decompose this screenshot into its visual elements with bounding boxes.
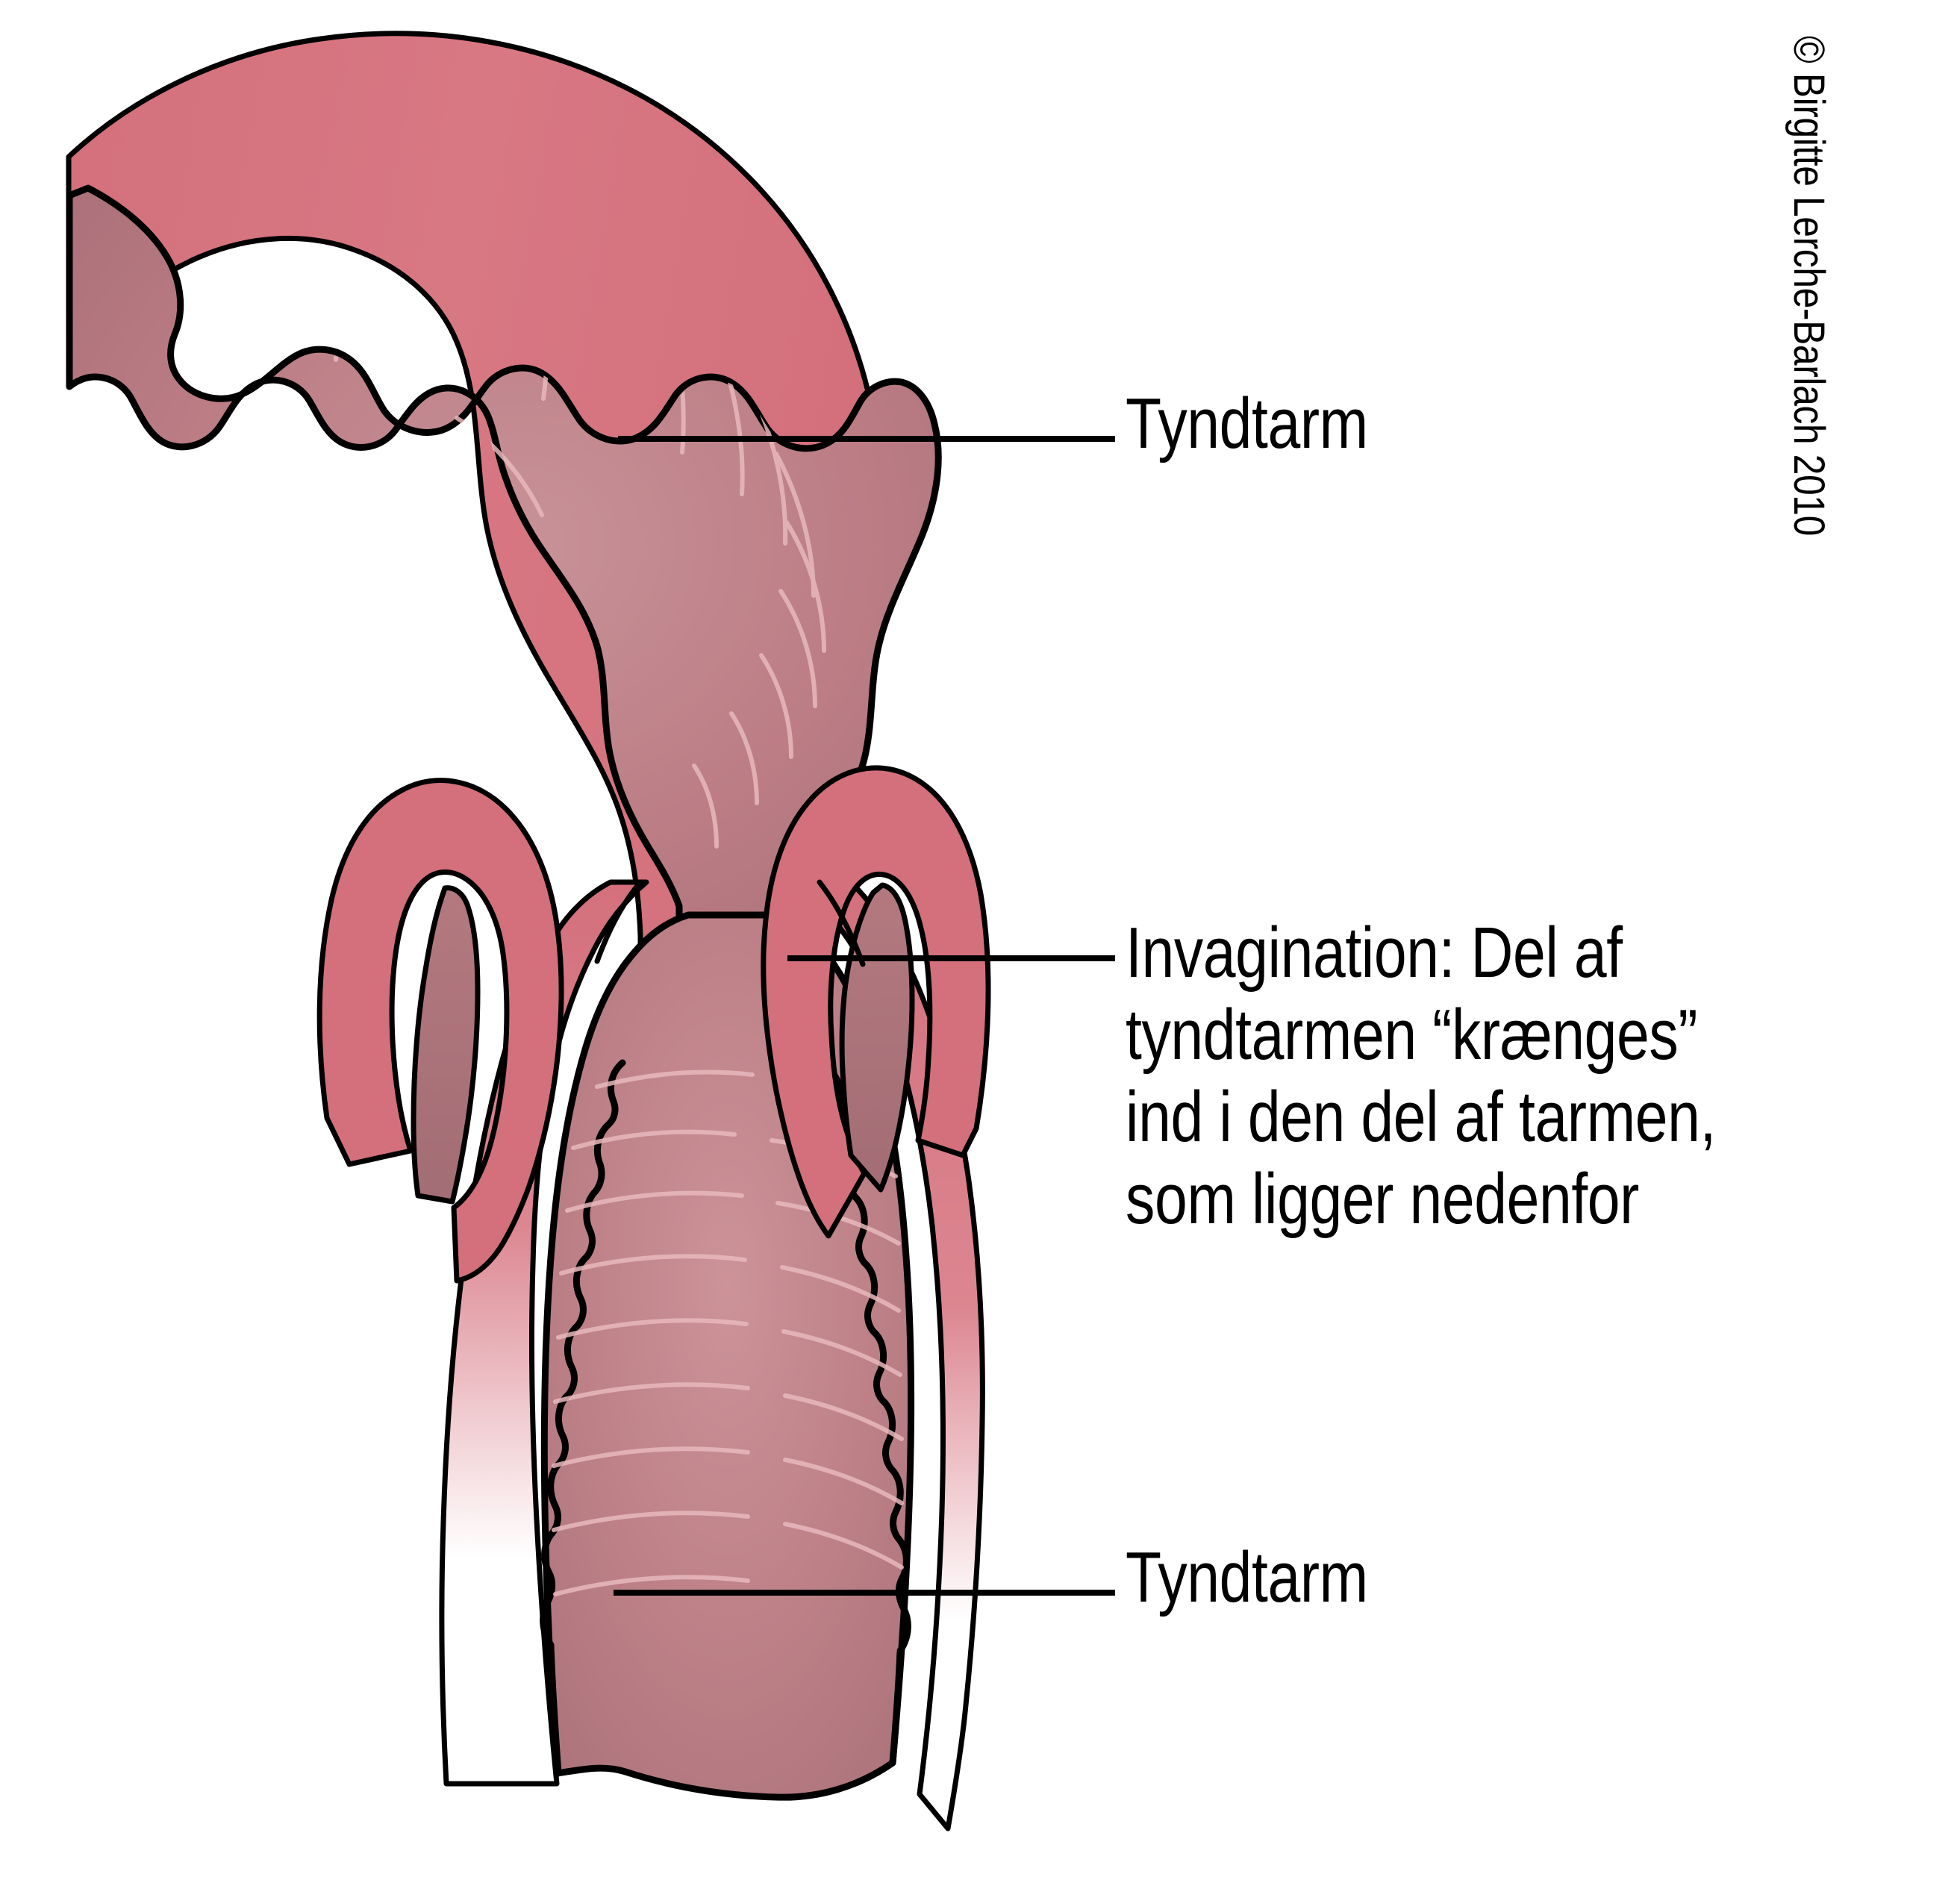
label-tyndtarm-upper: Tyndtarm <box>1126 384 1368 463</box>
copyright-notice: © Birgitte Lerche-Barlach 2010 <box>1785 36 1833 536</box>
upper-bowel-mucosa <box>66 184 942 981</box>
lower-mucosa-striations <box>552 1069 904 1596</box>
lower-bowel-left-wall <box>439 879 649 1787</box>
leader-lines-group <box>614 436 1115 1596</box>
left-fold-wall <box>316 778 564 1284</box>
intussusceptum-left-fold <box>316 778 564 1284</box>
label-invagination: Invagination: Del af tyndtarmen “krænges… <box>1126 913 1716 1239</box>
telescoping-junction-outlines <box>594 879 866 967</box>
left-fold-mucosa-core <box>411 885 481 1205</box>
label-tyndtarm-lower: Tyndtarm <box>1126 1537 1368 1617</box>
lower-bowel-left-mucosa-edge <box>540 1059 626 1777</box>
